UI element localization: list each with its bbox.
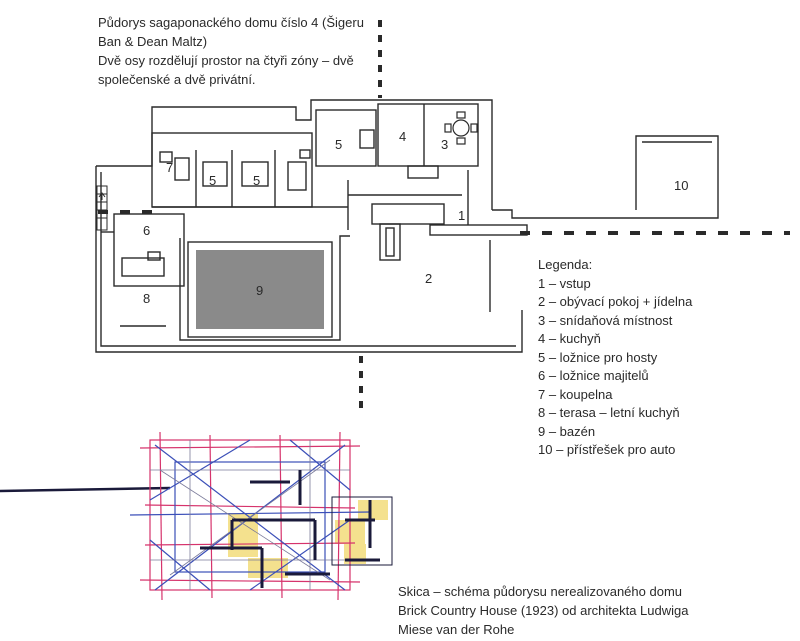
stairs bbox=[96, 185, 108, 231]
plan-caption: Půdorys sagaponackého domu číslo 4 (Šige… bbox=[98, 13, 398, 89]
plan-caption-line-2: Ban & Dean Maltz) bbox=[98, 34, 208, 49]
legend-item: 4 – kuchyň bbox=[538, 331, 601, 346]
room-label-6: 6 bbox=[143, 223, 150, 238]
sketch-caption-line-2: Brick Country House (1923) od architekta… bbox=[398, 603, 689, 618]
breakfast-table bbox=[444, 111, 478, 145]
legend-item: 9 – bazén bbox=[538, 423, 596, 439]
sketch-caption-line-1: Skica – schéma půdorysu nerealizovaného … bbox=[398, 584, 683, 599]
room-label-7: 7 bbox=[166, 160, 173, 175]
legend-item: 5 – ložnice pro hosty bbox=[538, 349, 658, 365]
plan-caption-line-3: Dvě osy rozdělují prostor na čtyři zóny … bbox=[98, 53, 354, 68]
legend-item: 1 – vstup bbox=[538, 275, 591, 291]
legend-item: 2 – obývací pokoj + jídelna bbox=[538, 294, 693, 309]
legend: Legenda: 1 – vstup 2 – obývací pokoj + j… bbox=[538, 256, 692, 460]
central-core bbox=[101, 103, 491, 312]
room-label-10: 10 bbox=[674, 178, 688, 193]
room-label-2: 2 bbox=[425, 271, 432, 286]
legend-item: 7 – koupelna bbox=[538, 386, 613, 402]
legend-item: 10 – přístřešek pro auto bbox=[538, 442, 676, 457]
room-label-8: 8 bbox=[143, 291, 150, 306]
legend-item: 6 – ložnice majitelů bbox=[538, 368, 649, 383]
room-label-5: 5 bbox=[335, 137, 342, 152]
sketch-caption-line-3: Miese van der Rohe bbox=[398, 622, 515, 637]
sketch-caption: Skica – schéma půdorysu nerealizovaného … bbox=[398, 582, 728, 639]
room-label-4: 4 bbox=[399, 129, 406, 144]
legend-item: 8 – terasa – letní kuchyň bbox=[538, 405, 680, 420]
plan-caption-line-1: Půdorys sagaponackého domu číslo 4 (Šige… bbox=[98, 15, 364, 30]
bedroom-wing bbox=[151, 132, 348, 208]
room-label-9: 9 bbox=[256, 283, 263, 298]
master-bedroom bbox=[113, 213, 185, 327]
room-label-3: 3 bbox=[441, 137, 448, 152]
pool-water bbox=[196, 250, 324, 329]
room-label-1: 1 bbox=[458, 208, 465, 223]
room-label-5b: 5 bbox=[253, 173, 260, 188]
legend-item: 3 – snídaňová místnost bbox=[538, 312, 673, 328]
vertical-axis bbox=[359, 20, 382, 415]
legend-title: Legenda: bbox=[538, 257, 593, 272]
plan-caption-line-4: společenské a dvě privátní. bbox=[98, 72, 256, 87]
pool bbox=[179, 235, 350, 341]
sketch-drawing bbox=[0, 431, 393, 601]
room-labels: 1 2 3 4 5 5 5 6 7 8 9 10 bbox=[143, 129, 688, 306]
room-label-5a: 5 bbox=[209, 173, 216, 188]
